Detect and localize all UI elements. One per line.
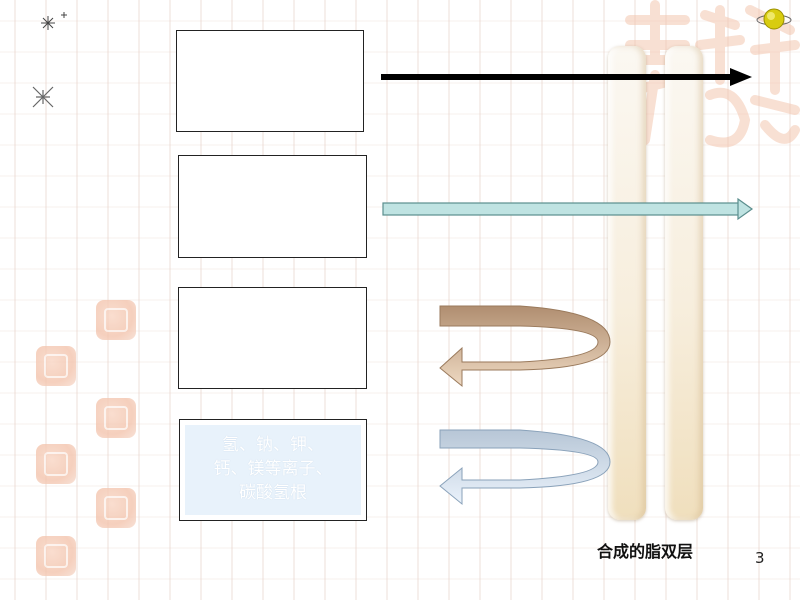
ion-line-2: 钙、镁等离子、	[213, 459, 333, 479]
planet-logo-icon	[756, 8, 792, 30]
decorative-seal-icon	[36, 536, 76, 576]
ion-line-1: 氢、钠、钾、	[222, 435, 324, 455]
decorative-seal-icon	[96, 398, 136, 438]
membrane-caption: 合成的脂双层	[597, 542, 694, 561]
decorative-seal-icon	[36, 444, 76, 484]
page-number: 3	[755, 549, 765, 567]
arrow-water-passage	[382, 197, 754, 221]
arrow-free-diffusion	[381, 68, 752, 86]
ion-line-3: 碳酸氢根	[239, 483, 307, 503]
arrow-blocked-ions	[439, 429, 611, 506]
decorative-seal-icon	[96, 488, 136, 528]
molecule-box-2	[178, 155, 367, 258]
decorative-seal-icon	[96, 300, 136, 340]
lipid-layer-right	[665, 46, 703, 520]
molecule-box-4: 氢、钠、钾、 钙、镁等离子、 碳酸氢根	[179, 419, 367, 521]
lipid-layer-left	[608, 46, 646, 520]
molecule-box-3	[178, 287, 367, 389]
molecule-box-1	[176, 30, 364, 132]
ion-list-label: 氢、钠、钾、 钙、镁等离子、 碳酸氢根	[185, 425, 361, 515]
arrow-blocked-molecule	[439, 305, 611, 388]
sparkle-icon	[41, 12, 67, 30]
cross-star-icon	[32, 86, 54, 108]
decorative-seal-icon	[36, 346, 76, 386]
